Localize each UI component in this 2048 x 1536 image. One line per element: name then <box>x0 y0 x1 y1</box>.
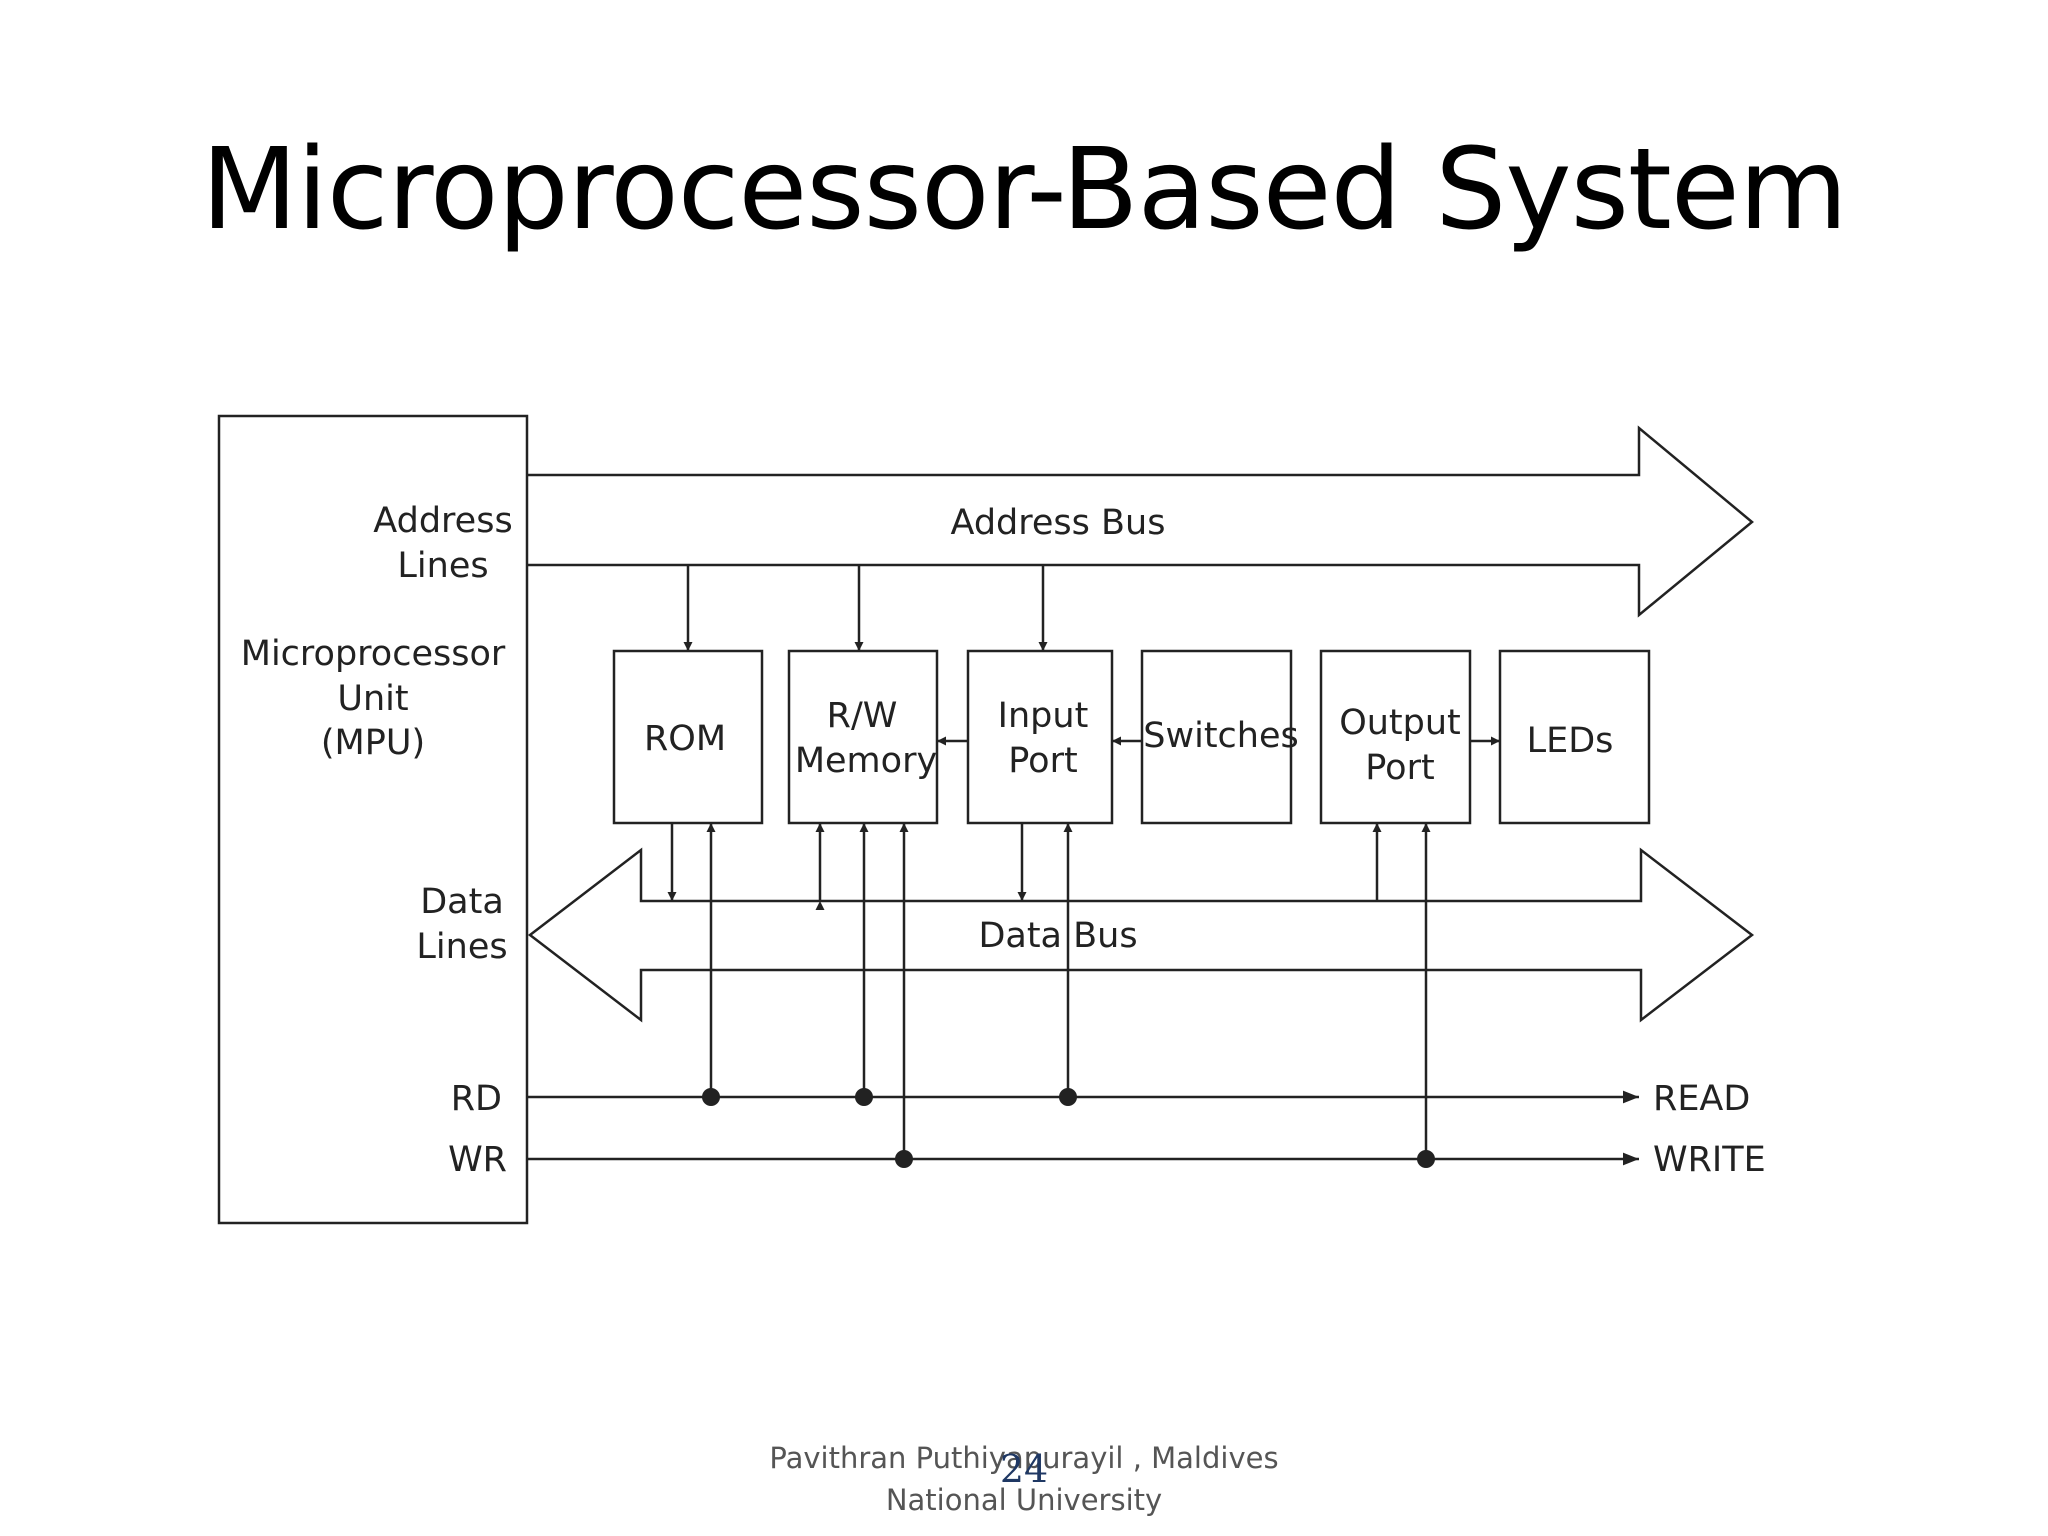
switches-box <box>1140 649 1293 825</box>
output-port-box <box>1319 649 1472 825</box>
rw-memory-box <box>787 649 939 825</box>
rw-memory-label-1: R/W <box>827 696 898 736</box>
leds-box <box>1498 649 1651 825</box>
address-bus-arrow <box>527 425 1754 618</box>
input-port-box <box>966 649 1114 825</box>
rd-label: RD <box>451 1079 502 1119</box>
output-port-label-2: Port <box>1365 748 1434 788</box>
data-bus-label: Data Bus <box>978 916 1137 956</box>
output-port-label-1: Output <box>1339 703 1461 743</box>
address-lines-label-2: Lines <box>397 546 488 586</box>
write-label: WRITE <box>1653 1140 1766 1180</box>
input-port-label-2: Port <box>1008 741 1077 781</box>
mpu-box <box>217 414 529 1225</box>
leds-label: LEDs <box>1527 721 1614 761</box>
mpu-name-label-1: Microprocessor <box>241 634 506 674</box>
rom-label: ROM <box>644 719 726 759</box>
data-lines-label-2: Lines <box>416 927 507 967</box>
mpu-name-label-3: (MPU) <box>321 723 425 763</box>
wr-label: WR <box>448 1140 507 1180</box>
rw-memory-label-2: Memory <box>795 741 937 781</box>
data-bus-arrow <box>527 847 1755 1023</box>
switches-label: Switches <box>1143 716 1298 756</box>
footer-credit-line-1: Pavithran Puthiyapurayil , Maldives <box>769 1441 1279 1475</box>
address-bus-label: Address Bus <box>951 503 1166 543</box>
slide-title: Microprocessor-Based System <box>201 125 1848 255</box>
mpu-name-label-2: Unit <box>337 679 408 719</box>
data-lines-label-1: Data <box>420 882 504 922</box>
page-number: 24 <box>999 1447 1049 1491</box>
footer-credit-line-2: National University <box>885 1483 1163 1517</box>
address-lines-label-1: Address <box>373 501 512 541</box>
footer-credit: Pavithran Puthiyapurayil , Maldives Nati… <box>0 1437 2048 1521</box>
read-label: READ <box>1653 1079 1750 1119</box>
input-port-label-1: Input <box>998 696 1089 736</box>
